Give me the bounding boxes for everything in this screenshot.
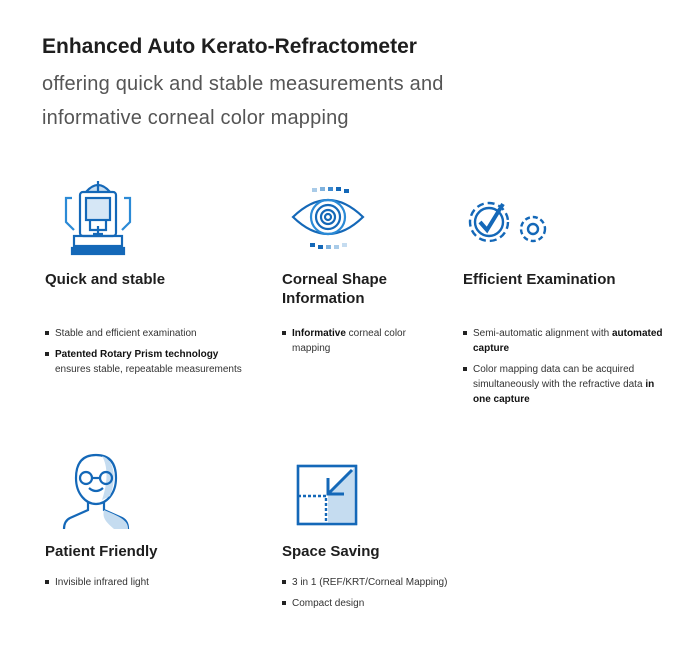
bullet: Invisible infrared light [45, 575, 255, 590]
patient-icon [62, 453, 130, 530]
bullet: 3 in 1 (REF/KRT/Corneal Mapping) [282, 575, 512, 590]
bullet: Color mapping data can be acquired simul… [463, 362, 668, 407]
subtitle-line-2: informative corneal color mapping [42, 107, 349, 129]
eye-icon [291, 187, 365, 249]
bullet: Informative corneal color mapping [282, 326, 432, 356]
bullet: Stable and efficient examination [45, 326, 255, 341]
refractometer-icon [64, 181, 132, 256]
space-saving-icon [296, 464, 358, 526]
feature-title-efficient-exam: Efficient Examination [463, 271, 616, 288]
feature-bullets-space-saving: 3 in 1 (REF/KRT/Corneal Mapping) Compact… [282, 575, 512, 617]
feature-bullets-patient-friendly: Invisible infrared light [45, 575, 255, 596]
feature-title-quick-stable: Quick and stable [45, 271, 166, 288]
feature-title-space-saving: Space Saving [282, 543, 380, 560]
feature-title-patient-friendly: Patient Friendly [45, 543, 158, 560]
bullet: Semi-automatic alignment with automated … [463, 326, 668, 356]
subtitle-line-1: offering quick and stable measurements a… [42, 73, 444, 95]
page-title: Enhanced Auto Kerato-Refractometer [42, 35, 417, 58]
feature-bullets-quick-stable: Stable and efficient examination Patente… [45, 326, 255, 383]
bullet: Compact design [282, 596, 512, 611]
feature-bullets-corneal-shape: Informative corneal color mapping [282, 326, 432, 362]
feature-bullets-efficient-exam: Semi-automatic alignment with automated … [463, 326, 668, 413]
gears-check-icon [468, 201, 547, 243]
bullet: Patented Rotary Prism technology ensures… [45, 347, 255, 377]
